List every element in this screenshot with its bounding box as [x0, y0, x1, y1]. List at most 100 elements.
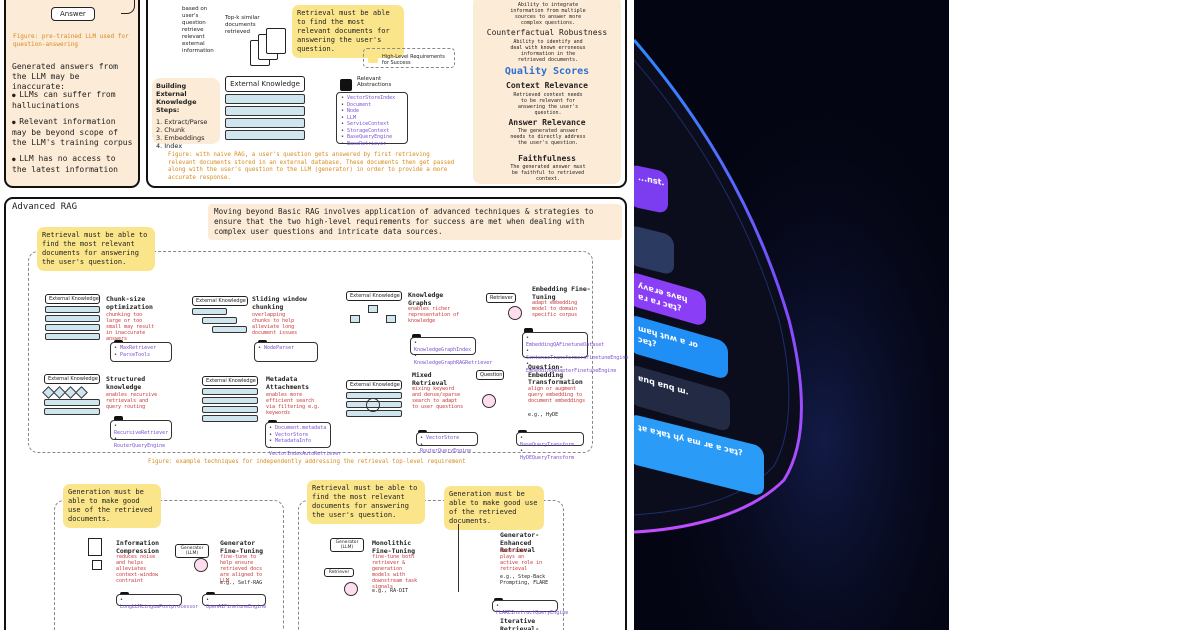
abstraction-item: VectorIndexAutoRetriever [269, 445, 341, 458]
technique-title: Information Compression [116, 539, 160, 555]
generator-label: Generator (LLM) [330, 538, 364, 552]
abstraction-item: BaseQueryEngine [341, 134, 403, 141]
technique-title: Monolithic Fine-Tuning [372, 539, 416, 555]
brain-icon [508, 306, 522, 320]
technique-abstractions: RecursiveRetrieverRouterQueryEngine [110, 420, 172, 449]
abstraction-item: BaseRetriever [341, 141, 403, 148]
external-knowledge-db: External Knowledge [225, 76, 305, 140]
technique-desc: enables more efficient search via filter… [266, 392, 321, 416]
brain-icon [344, 582, 358, 596]
pretrained-caption: Figure: pre-trained LLM used for questio… [13, 33, 129, 48]
technique-desc: fine-tune to help ensure retrieved docs … [220, 554, 263, 584]
technique-extra: e.g., Self-RAG [220, 580, 263, 586]
limitations-list: LLMs can suffer from hallucinations Rele… [12, 84, 134, 175]
scores-top-text: Ability to integrate information from mu… [510, 2, 586, 26]
abstraction-item: OpenAIFinetuneEngine [206, 597, 266, 610]
abstraction-item: VectorStore [269, 432, 327, 439]
technique-abstractions: FLAREInstructQueryEngine [492, 600, 568, 616]
external-knowledge-label: External Knowledge [346, 291, 402, 301]
retriever-label: Retriever [486, 293, 516, 303]
external-knowledge-label: External Knowledge [192, 296, 248, 306]
abstraction-item: VectorStore [420, 435, 474, 442]
technique-abstractions: Document.metadataVectorStoreMetadataInfo… [265, 422, 341, 457]
list-item: Relevant information may be beyond scope… [12, 117, 134, 148]
technique-abstractions: KnowledgeGraphIndexKnowledgeGraphRAGRetr… [410, 337, 492, 366]
building-steps-card: Building External Knowledge Steps: 1. Ex… [152, 78, 220, 150]
step-item: 2. Chunk [156, 126, 185, 134]
documents-icon [88, 538, 102, 556]
quality-scores-title: Quality Scores [504, 66, 590, 77]
technique-abstractions: NodeParser [254, 342, 318, 362]
generator-label: Generator (LLM) [175, 544, 209, 558]
brain-icon [482, 394, 496, 408]
structured-db: External Knowledge [42, 374, 100, 415]
metadata-db: External Knowledge [202, 376, 258, 422]
generator-box: Generator (LLM) [330, 538, 364, 552]
technique-title: Generator Fine-Tuning [220, 539, 264, 555]
technique-title: Knowledge Graphs [408, 291, 444, 307]
magnifier-icon [366, 398, 380, 412]
technique-desc: chunking too large or too small may resu… [106, 312, 155, 342]
technique-title: Generator-Enhanced Retrieval [500, 531, 540, 554]
joint-techniques-area [298, 500, 564, 630]
abstraction-item: LongLLMLinguaPostprocessor [120, 597, 198, 610]
technique-title: Question-Embedding Transformation [528, 363, 583, 386]
technique-desc: enables richer representation of knowled… [408, 306, 460, 324]
documents-icon [266, 28, 286, 54]
abstraction-item: KnowledgeGraphRAGRetriever [414, 353, 492, 366]
external-knowledge-label: External Knowledge [45, 294, 100, 304]
topk-text: Top-k similar documents retrieved [225, 15, 260, 35]
abstraction-item: KnowledgeGraphIndex [414, 340, 472, 353]
list-item: LLM has no access to the latest informat… [12, 154, 134, 175]
abstraction-item: EmbeddingAdapterFinetuneEngine [526, 361, 616, 374]
abstraction-item: EmbeddingQAFinetuneDataset [526, 335, 604, 348]
technique-extra: e.g., Step-Back Prompting, FLARE [500, 574, 549, 586]
abstraction-item: NodeParser [258, 345, 314, 352]
knowledge-graph-db: External Knowledge [346, 291, 402, 327]
technique-desc: mixing keyword and dense/sparse search t… [412, 386, 464, 410]
abstraction-item: Document [341, 102, 403, 109]
technique-abstractions: OpenAIFinetuneEngine [202, 594, 266, 610]
technique-title: Embedding Fine-Tuning [532, 285, 591, 301]
technique-title: Mixed Retrieval [412, 371, 448, 387]
abstraction-item: ParseTools [114, 352, 168, 359]
external-knowledge-label: External Knowledge [346, 380, 402, 390]
abstractions-title: Relevant Abstractions [357, 76, 392, 88]
question-box: Question [476, 370, 504, 380]
technique-abstractions: EmbeddingQAFinetuneDatasetSentenceTransf… [522, 332, 628, 374]
abstraction-item: ServiceContext [341, 121, 403, 128]
answer-relevance-title: Answer Relevance [508, 118, 586, 127]
external-knowledge-label: External Knowledge [225, 76, 305, 92]
generation-requirement: Generation must be able to make good use… [63, 484, 161, 528]
generator-box: Generator (LLM) [175, 544, 209, 558]
llama-icon [340, 76, 352, 95]
chunk-size-db: External Knowledge [45, 294, 100, 340]
retrieval-requirement: Retrieval must be able to find the most … [292, 5, 404, 58]
abstraction-item: MaxRetriever [114, 345, 168, 352]
external-knowledge-label: External Knowledge [202, 376, 258, 386]
abstraction-item: StorageContext [341, 128, 403, 135]
technique-abstractions: BaseQueryTransformHyDEQueryTransform [516, 432, 584, 461]
abstraction-item: FLAREInstructQueryEngine [496, 603, 568, 616]
step-item: 1. Extract/Parse [156, 118, 208, 126]
technique-extra: e.g., RA-DIT [372, 588, 409, 594]
advanced-retrieval-requirement: Retrieval must be able to find the most … [37, 227, 155, 271]
retriever-label: Retriever [324, 568, 354, 577]
technique-title: Structured knowledge [106, 375, 146, 391]
inaccurate-heading: Generated answers from the LLM may be in… [12, 62, 118, 91]
technique-desc: adapt embedding model to domain specific… [532, 300, 578, 318]
legend-box [363, 48, 455, 68]
abstractions-box: VectorStoreIndex Document Node LLM Servi… [336, 92, 408, 147]
abstraction-item: Document.metadata [269, 425, 327, 432]
external-knowledge-label: External Knowledge [44, 374, 100, 384]
abstraction-item: Node [341, 108, 403, 115]
abstraction-item: SentenceTransformersFinetuneEngine [526, 348, 628, 361]
technique-desc: align or augment query embedding to docu… [528, 386, 586, 404]
technique-abstractions: VectorStoreRouterQueryEngine [416, 432, 478, 454]
technique-extra: e.g., HyDE [528, 412, 559, 418]
brain-icon [194, 558, 208, 572]
advanced-intro: Moving beyond Basic RAG involves applica… [208, 204, 622, 240]
technique-desc: enables recursive retrievals and query r… [106, 392, 158, 410]
faithfulness-title: Faithfulness [518, 154, 576, 163]
abstraction-item: VectorStoreIndex [341, 95, 403, 102]
